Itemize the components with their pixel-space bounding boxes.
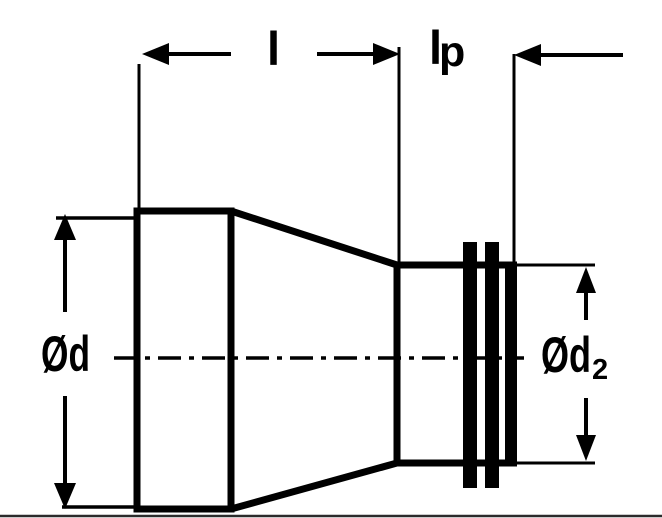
cone-top-line [229,207,399,269]
arrow-left-icon [514,44,541,66]
arrow-up-icon [54,214,76,240]
arrow-up-icon [576,267,596,293]
bead-ring-1 [463,242,477,488]
plain-end-length-subscript: p [439,28,465,76]
small-diameter-subscript: 2 [592,354,608,386]
arrow-down-icon [576,435,596,461]
reducer-body [133,207,517,513]
dimension-plain-end-length: l p [429,21,623,262]
bead-ring-2 [485,242,499,488]
cone-bottom-line [230,459,398,513]
cone-length-label: l [267,22,280,75]
dimension-cone-length: l [137,22,401,262]
dimension-small-diameter: Ød 2 [517,263,608,465]
small-diameter-label: Ød [541,327,591,383]
pipe-end-face [505,265,517,463]
arrow-left-icon [142,43,169,65]
arrow-down-icon [54,483,76,509]
large-pipe-outline [133,207,235,513]
plain-end-length-label: l [429,21,442,74]
arrow-right-icon [373,43,400,65]
large-diameter-label: Ød [41,326,90,382]
small-pipe-outline [393,261,517,467]
dimension-large-diameter: Ød [41,214,134,509]
